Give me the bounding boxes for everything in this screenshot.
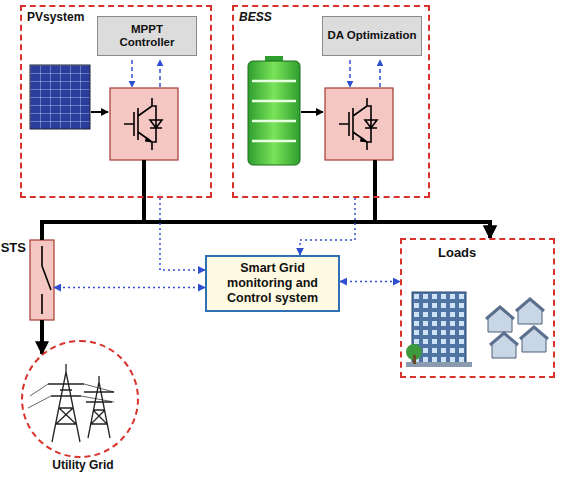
node-label: Smart Grid monitoring and Control system (213, 261, 332, 306)
power-arrow (91, 111, 108, 113)
control-arrow (349, 60, 351, 87)
switch-symbol (30, 240, 54, 320)
control-box: Smart Grid monitoring and Control system (205, 255, 340, 312)
node-label: STS (1, 240, 26, 255)
control-signal (300, 198, 355, 255)
inverter-symbol (325, 88, 393, 160)
grid-circle: Utility Grid (21, 340, 139, 458)
power-bus (375, 198, 490, 238)
node-label: MPPT Controller (102, 23, 192, 49)
power-line (142, 160, 146, 198)
control-arrow (159, 60, 161, 87)
controller-box: MPPT Controller (97, 16, 197, 56)
power-bus (144, 198, 490, 238)
system-region: BESS DA Optimization (232, 5, 430, 198)
power-line (373, 160, 377, 198)
building-icon (406, 292, 472, 367)
control-arrow (379, 60, 381, 87)
battery-symbol (248, 56, 300, 165)
control-arrow (131, 60, 133, 87)
system-region: PVsystemMPPT Controller (20, 5, 212, 198)
control-signal (54, 287, 205, 289)
optimizer-box: DA Optimization (322, 16, 422, 56)
control-signal (340, 281, 400, 283)
node-label: PVsystem (27, 10, 84, 24)
node-label: BESS (239, 10, 272, 24)
solar-panel (30, 65, 90, 129)
node-label: DA Optimization (327, 29, 416, 42)
transmission-towers (28, 364, 114, 442)
power-bus (40, 320, 44, 354)
loads-region: Loads (400, 238, 555, 378)
houses-icon (486, 299, 548, 358)
transfer-switch: STS (30, 240, 54, 320)
inverter-symbol (110, 88, 178, 160)
power-arrow (301, 111, 323, 113)
node-label: Loads (438, 245, 476, 260)
node-label: Utility Grid (3, 458, 163, 472)
control-signal (160, 198, 205, 270)
